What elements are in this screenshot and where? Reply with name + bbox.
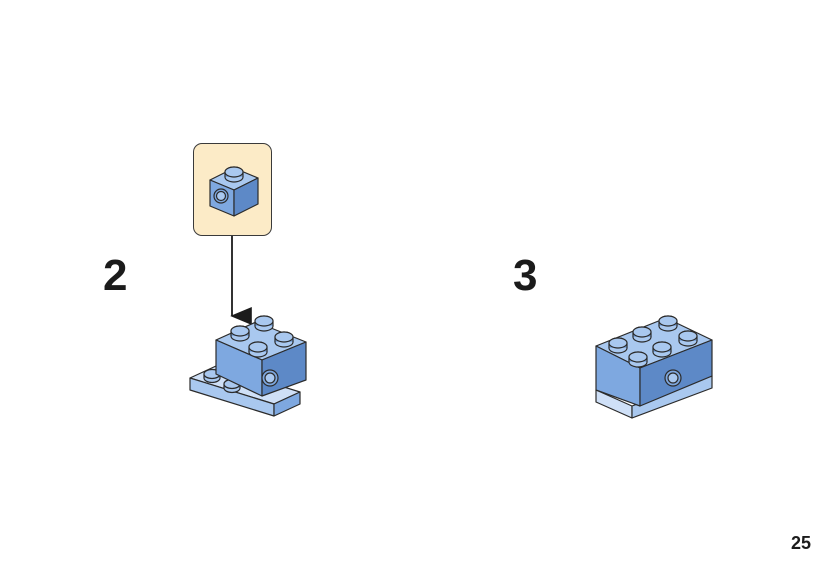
step-3-number: 3 <box>513 251 538 300</box>
page-number: 25 <box>790 533 811 553</box>
step-2-model <box>189 315 307 417</box>
callout-part-1x1-side-stud-brick <box>209 166 259 217</box>
step-2-number: 2 <box>103 251 128 300</box>
parts-callout-box <box>193 143 272 236</box>
step-3-model <box>595 315 713 419</box>
